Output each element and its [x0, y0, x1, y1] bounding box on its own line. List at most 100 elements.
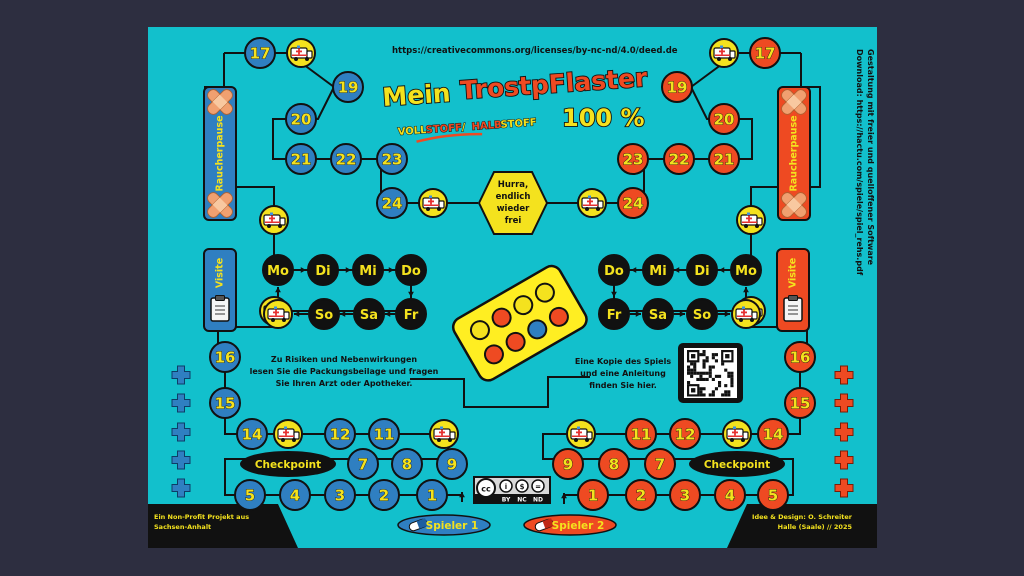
blue-day-Fr[interactable]: Fr	[395, 298, 427, 330]
blue-field-12[interactable]: 12	[324, 418, 356, 450]
red-field-24-label: 24	[623, 195, 644, 213]
red-field-23[interactable]: 23	[617, 143, 649, 175]
red-day-Do[interactable]: Do	[598, 254, 630, 286]
red-day-Mi[interactable]: Mi	[642, 254, 674, 286]
red-day-Mo-label: Mo	[735, 264, 757, 279]
blue-field-9[interactable]: 9	[436, 448, 468, 480]
red-field-22[interactable]: 22	[663, 143, 695, 175]
red-day-Di[interactable]: Di	[686, 254, 718, 286]
ambulance-icon[interactable]	[418, 188, 448, 218]
red-smoke-break-label: Raucherpause	[789, 115, 800, 191]
red-field-12[interactable]: 12	[669, 418, 701, 450]
blue-field-17[interactable]: 17	[244, 37, 276, 69]
risk-line-3: Sie Ihren Arzt oder Apotheker.	[276, 379, 413, 388]
blue-field-20[interactable]: 20	[285, 103, 317, 135]
red-field-1[interactable]: 1	[577, 479, 609, 511]
license-url[interactable]: https://creativecommons.org/licenses/by-…	[392, 46, 678, 56]
blue-field-7[interactable]: 7	[347, 448, 379, 480]
ambulance-icon[interactable]	[709, 38, 739, 68]
blue-field-11[interactable]: 11	[368, 418, 400, 450]
subtitle-halb: HALB	[471, 120, 502, 133]
cc-license-badge[interactable]: cc i $ = BY NC ND	[473, 476, 551, 504]
blue-field-15[interactable]: 15	[209, 387, 241, 419]
goal-line-4: frei	[505, 216, 522, 226]
player-1-token[interactable]: Spieler 1	[397, 514, 491, 536]
player-2-token[interactable]: Spieler 2	[523, 514, 617, 536]
blue-field-22[interactable]: 22	[330, 143, 362, 175]
blue-day-So-label: So	[315, 308, 333, 323]
red-field-15[interactable]: 15	[784, 387, 816, 419]
red-smoke-break[interactable]: Raucherpause	[777, 86, 811, 221]
board-svg: https://creativecommons.org/licenses/by-…	[148, 27, 877, 548]
red-field-8[interactable]: 8	[598, 448, 630, 480]
blue-checkpoint[interactable]: Checkpoint	[240, 451, 336, 477]
red-field-17-label: 17	[755, 45, 776, 63]
red-field-7[interactable]: 7	[644, 448, 676, 480]
blue-field-21[interactable]: 21	[285, 143, 317, 175]
red-field-21[interactable]: 21	[708, 143, 740, 175]
ambulance-icon[interactable]	[722, 419, 752, 449]
download-url[interactable]: Download: https://hactu.com/spiele/spiel…	[855, 49, 864, 276]
blue-field-24[interactable]: 24	[376, 187, 408, 219]
percent-label: 100 %	[562, 104, 645, 132]
red-day-So[interactable]: So	[686, 298, 718, 330]
ambulance-icon[interactable]	[731, 299, 761, 329]
ambulance-icon[interactable]	[286, 38, 316, 68]
blue-day-Mi[interactable]: Mi	[352, 254, 384, 286]
red-field-19[interactable]: 19	[661, 71, 693, 103]
blue-field-1[interactable]: 1	[416, 479, 448, 511]
blue-visit[interactable]: Visite	[203, 248, 237, 332]
ambulance-icon[interactable]	[736, 205, 766, 235]
blue-day-Mo[interactable]: Mo	[262, 254, 294, 286]
blue-day-Di[interactable]: Di	[307, 254, 339, 286]
blue-field-8[interactable]: 8	[391, 448, 423, 480]
blue-field-5[interactable]: 5	[234, 479, 266, 511]
blue-field-14[interactable]: 14	[236, 418, 268, 450]
red-field-5[interactable]: 5	[757, 479, 789, 511]
blue-smoke-break[interactable]: Raucherpause	[203, 86, 237, 221]
red-checkpoint-label: Checkpoint	[704, 459, 770, 471]
player-1-token-label: Spieler 1	[426, 520, 479, 532]
red-field-9[interactable]: 9	[552, 448, 584, 480]
red-field-17[interactable]: 17	[749, 37, 781, 69]
goal-field[interactable]: Hurra, endlich wieder frei	[477, 171, 549, 235]
ambulance-icon[interactable]	[429, 419, 459, 449]
red-field-23-label: 23	[623, 151, 644, 169]
red-field-14[interactable]: 14	[757, 418, 789, 450]
red-checkpoint[interactable]: Checkpoint	[689, 451, 785, 477]
blue-day-Sa[interactable]: Sa	[353, 298, 385, 330]
blue-day-So[interactable]: So	[308, 298, 340, 330]
blue-field-2[interactable]: 2	[368, 479, 400, 511]
red-field-24[interactable]: 24	[617, 187, 649, 219]
ambulance-icon[interactable]	[273, 419, 303, 449]
red-day-Sa[interactable]: Sa	[642, 298, 674, 330]
blue-smoke-break-label: Raucherpause	[215, 115, 226, 191]
red-visit[interactable]: Visite	[776, 248, 810, 332]
red-day-Mo[interactable]: Mo	[730, 254, 762, 286]
red-field-2[interactable]: 2	[625, 479, 657, 511]
blue-field-4[interactable]: 4	[279, 479, 311, 511]
qr-code-icon[interactable]	[678, 343, 743, 403]
red-field-4-label: 4	[725, 487, 735, 505]
blue-field-8-label: 8	[402, 456, 412, 474]
pill-blister	[451, 264, 588, 382]
ambulance-icon[interactable]	[263, 299, 293, 329]
red-field-11[interactable]: 11	[625, 418, 657, 450]
red-field-20[interactable]: 20	[708, 103, 740, 135]
red-day-Fr[interactable]: Fr	[598, 298, 630, 330]
blue-field-7-label: 7	[358, 456, 368, 474]
red-day-Do-label: Do	[604, 264, 624, 279]
red-field-3[interactable]: 3	[669, 479, 701, 511]
blue-field-23-label: 23	[382, 151, 403, 169]
blue-field-16[interactable]: 16	[209, 341, 241, 373]
ambulance-icon[interactable]	[259, 205, 289, 235]
ambulance-icon[interactable]	[566, 419, 596, 449]
ambulance-icon[interactable]	[577, 188, 607, 218]
blue-field-3[interactable]: 3	[324, 479, 356, 511]
blue-field-23[interactable]: 23	[376, 143, 408, 175]
nonprofit-note: Ein Non-Profit Projekt aus Sachsen-Anhal…	[154, 513, 249, 531]
red-field-4[interactable]: 4	[714, 479, 746, 511]
blue-field-19[interactable]: 19	[332, 71, 364, 103]
red-field-16[interactable]: 16	[784, 341, 816, 373]
blue-day-Do[interactable]: Do	[395, 254, 427, 286]
